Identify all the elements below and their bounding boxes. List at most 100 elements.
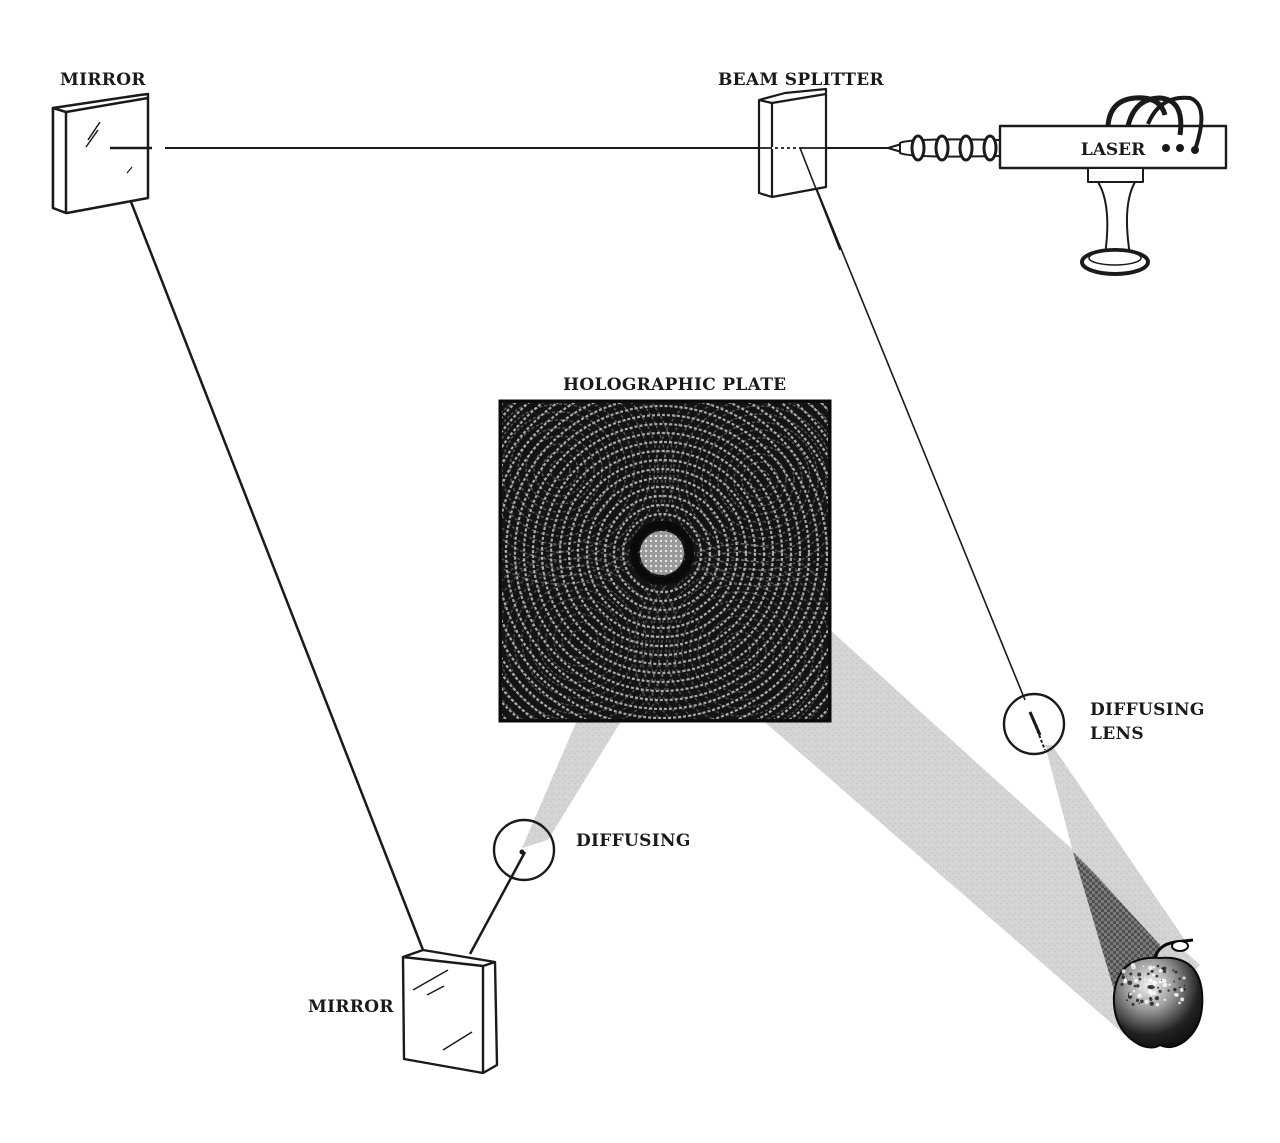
- fringe-ring: [504, 403, 820, 711]
- fringe-ring: [502, 549, 671, 719]
- fringe-ring: [509, 419, 611, 521]
- apple-speckle-dot: [1180, 997, 1185, 1002]
- beam-splitter: [757, 87, 828, 199]
- fringe-ring: [685, 405, 828, 555]
- apple-speckle-dot: [1121, 973, 1124, 976]
- apple-speckle-dot: [1155, 1002, 1160, 1007]
- fringe-ring: [612, 503, 712, 603]
- apple-speckle-dot: [1162, 982, 1168, 988]
- apple-speckle-dot: [1152, 965, 1156, 969]
- fringe-ring: [669, 403, 828, 571]
- fringe-ring: [721, 631, 759, 669]
- fringe-ring: [677, 403, 828, 563]
- fringe-ring: [729, 639, 751, 661]
- apple-speckle-dot: [1142, 965, 1145, 967]
- apple-speckle-dot: [1152, 973, 1155, 977]
- fringe-ring: [681, 591, 799, 709]
- apple-speckle-dot: [1121, 975, 1126, 980]
- apple-speckle-dot: [1162, 969, 1167, 974]
- fringe-ring: [717, 437, 803, 523]
- fringe-ring: [558, 449, 766, 657]
- apple-speckle-dot: [1156, 977, 1159, 980]
- fringe-ring: [741, 461, 779, 499]
- fringe-ring: [701, 421, 819, 539]
- fringe-ring: [709, 429, 811, 531]
- fringe-ring: [661, 403, 828, 579]
- beam-splitter-label: BEAM SPLITTER: [718, 70, 884, 90]
- apple-speckle-dot: [1144, 978, 1146, 980]
- fringe-ring: [502, 403, 667, 577]
- apple-speckle-dot: [1178, 977, 1181, 980]
- apple-speckle-dot: [1134, 978, 1138, 983]
- apple-speckle-dot: [1157, 986, 1160, 989]
- apple-speckle-dot: [1137, 993, 1142, 998]
- fringe-ring: [603, 494, 721, 612]
- laser-label: LASER: [1081, 140, 1146, 160]
- fringe-ring: [733, 453, 787, 507]
- fringe-ring: [567, 458, 757, 648]
- diffusing-lens-right-label-line1: DIFFUSING: [1090, 700, 1205, 720]
- apple-speckle-dot: [1149, 998, 1153, 1002]
- apple-speckle-dot: [1161, 978, 1165, 982]
- holographic-plate: [498, 399, 832, 723]
- fringe-ring: [513, 573, 647, 707]
- apple-speckle-dot: [1139, 987, 1141, 990]
- fringe-ring: [553, 613, 607, 667]
- apple-speckle-dot: [1152, 980, 1157, 985]
- apple-speckle-dot: [1154, 996, 1159, 1001]
- apple-speckle-dot: [1174, 970, 1178, 974]
- fringe-ring: [725, 445, 795, 515]
- laser: [887, 95, 1228, 276]
- fringe-ring: [697, 607, 783, 693]
- diffusing-lens-right-label-line2: LENS: [1090, 724, 1144, 744]
- fringe-ring: [689, 599, 791, 701]
- fringe-ring: [540, 431, 784, 675]
- fringe-ring: [517, 427, 603, 513]
- apple-speckle-dot: [1147, 989, 1153, 995]
- fringe-ring: [502, 403, 635, 545]
- apple-speckle-dot: [1173, 987, 1177, 992]
- apple-speckle-dot: [1183, 984, 1186, 987]
- fringe-ring: [502, 403, 627, 537]
- apple-speckle-dot: [1173, 980, 1176, 983]
- mirror-top: [51, 92, 150, 215]
- plate-center-spot: [640, 531, 684, 575]
- fringe-ring: [502, 541, 679, 719]
- apple-speckle-dot: [1163, 998, 1167, 1001]
- apple-speckle-dot: [1148, 965, 1153, 971]
- interference-fringes: [502, 403, 828, 719]
- fringe-ring: [713, 623, 767, 677]
- apple-speckle-dot: [1167, 989, 1170, 992]
- fringe-ring: [541, 451, 579, 489]
- fringe-ring: [705, 615, 775, 685]
- apple-speckle-dot: [1133, 976, 1135, 978]
- apple-speckle-dot: [1136, 984, 1140, 988]
- fringe-ring: [502, 403, 828, 719]
- apple-speckle-dot: [1120, 983, 1124, 986]
- apple-speckle-dot: [1129, 992, 1133, 996]
- fringe-ring: [569, 629, 591, 651]
- mirror-bottom: [401, 948, 499, 1075]
- fringe-ring: [653, 403, 828, 587]
- apple-speckle-dot: [1172, 969, 1175, 972]
- fringe-ring: [531, 422, 793, 684]
- apple-speckle-dot: [1168, 983, 1171, 986]
- fringe-dark-ring: [630, 521, 694, 585]
- apple-speckle-dot: [1158, 989, 1162, 994]
- fringe-ring: [649, 559, 828, 719]
- fringe-ring: [594, 485, 730, 621]
- apple-speckle-dot: [1127, 980, 1133, 986]
- apple-speckle-dot: [1159, 981, 1161, 984]
- beam-mirror-bottom-to-lens-left: [468, 851, 527, 955]
- apple-speckle-dot: [1133, 984, 1137, 988]
- fringe-ring: [665, 575, 815, 719]
- diffusing-lens-left: [492, 818, 556, 882]
- fringe-ring: [749, 469, 771, 491]
- apple-speckle-dot: [1137, 972, 1142, 977]
- fringe-ring: [505, 565, 655, 715]
- fringe-ring: [529, 589, 631, 691]
- reference-beam-cone: [522, 718, 623, 848]
- fringe-ring: [585, 476, 739, 630]
- beam-mirror-top-to-mirror-bottom: [108, 147, 425, 951]
- apple-speckle-dot: [1131, 1002, 1135, 1006]
